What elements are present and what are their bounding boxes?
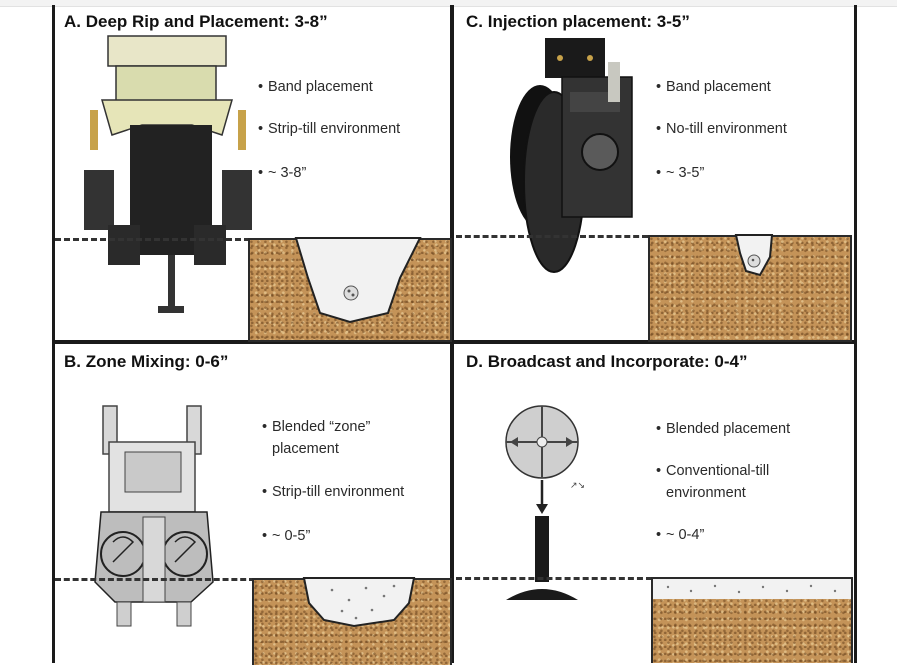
panel-d-bullet-2-cont: environment — [666, 485, 746, 501]
panel-c-bullet-3: ~ 3-5” — [666, 165, 705, 181]
panel-c-title: C. Injection placement: 3-5” — [466, 12, 690, 31]
panel-d-bullet-2: Conventional-till — [666, 463, 770, 479]
panel-d-soil-block — [651, 599, 853, 663]
panel-c-bullet-2: No-till environment — [666, 121, 787, 137]
panel-a-title: A. Deep Rip and Placement: 3-8” — [64, 12, 328, 31]
panel-c-fertilizer-band — [734, 234, 774, 277]
panel-d-soil-surface-line — [456, 577, 652, 580]
horizontal-divider — [52, 340, 857, 344]
panel-a-bullet-2: Strip-till environment — [268, 121, 401, 137]
panel-d-bullet-3: ~ 0-4” — [666, 527, 705, 543]
panel-d-incorporated-layer — [651, 577, 853, 600]
panel-a-bullet-3: ~ 3-8” — [268, 165, 307, 181]
panel-a-soil-surface-line — [55, 238, 250, 241]
panel-b-bullet-1: Blended “zone” — [272, 419, 371, 435]
panel-a-fertilizer-band — [294, 237, 422, 324]
panel-b-title: B. Zone Mixing: 0-6” — [64, 352, 229, 371]
panel-a-bullet-1: Band placement — [268, 79, 373, 95]
broadcast-spreader-icon: ↗↘ — [505, 405, 585, 600]
deep-ripper-shank-icon — [84, 35, 252, 313]
panel-c-soil-surface-line — [456, 235, 648, 238]
top-border — [0, 0, 897, 7]
panel-b-bullet-3: ~ 0-5” — [272, 528, 311, 544]
panel-c-bullet-1: Band placement — [666, 79, 771, 95]
panel-d-bullet-1: Blended placement — [666, 421, 791, 437]
panel-b-bullet-1-cont: placement — [272, 441, 339, 457]
panel-b-soil-surface-line — [55, 578, 255, 581]
vertical-divider — [450, 5, 454, 663]
figure-frame — [52, 5, 857, 663]
panel-d-title: D. Broadcast and Incorporate: 0-4” — [466, 352, 748, 371]
zone-mixing-tillage-icon — [94, 405, 214, 627]
coulter-injector-icon — [510, 38, 633, 273]
panel-b-bullet-2: Strip-till environment — [272, 484, 405, 500]
svg-text:↗↘: ↗↘ — [570, 481, 585, 491]
panel-b-fertilizer-zone — [302, 577, 416, 628]
